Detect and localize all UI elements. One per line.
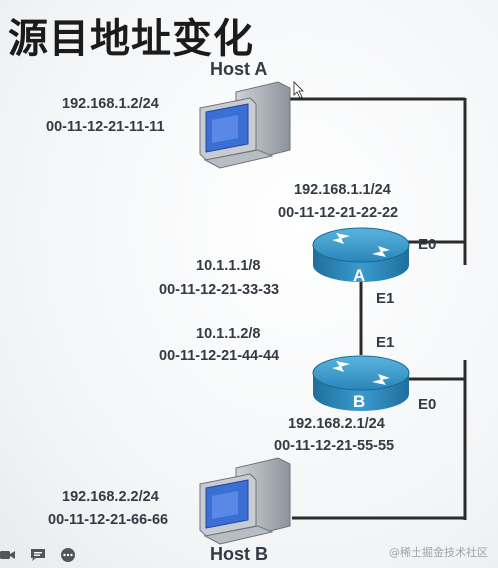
- camera-icon[interactable]: [0, 548, 16, 562]
- router-b-label: B: [353, 392, 366, 411]
- router-b-e0-name: E0: [418, 396, 437, 413]
- watermark: @稀土掘金技术社区: [389, 546, 488, 559]
- router-b-e1-mac: 00-11-12-21-44-44: [159, 348, 280, 364]
- host-a-mac: 00-11-12-21-11-11: [46, 119, 165, 135]
- host-b-ip: 192.168.2.2/24: [62, 489, 159, 505]
- router-b-e1-ip: 10.1.1.2/8: [196, 326, 261, 342]
- router-b-icon: [312, 355, 410, 411]
- router-b-e0-ip: 192.168.2.1/24: [288, 416, 385, 432]
- router-a-icon: [312, 227, 410, 282]
- host-b-computer-icon: [199, 457, 291, 545]
- router-b-e1-name: E1: [376, 334, 395, 351]
- router-a-e1-name: E1: [376, 290, 395, 307]
- host-a-ip: 192.168.1.2/24: [62, 96, 159, 112]
- router-a-e1-ip: 10.1.1.1/8: [196, 258, 261, 274]
- slide-title: 源目地址变化: [8, 16, 254, 62]
- router-b-e0-mac: 00-11-12-21-55-55: [274, 438, 395, 454]
- router-a-e0-name: E0: [418, 236, 437, 253]
- host-b-mac: 00-11-12-21-66-66: [48, 512, 169, 528]
- router-a-e0-mac: 00-11-12-21-22-22: [278, 205, 399, 221]
- host-b-name: Host B: [210, 544, 268, 564]
- router-a-label: A: [353, 266, 366, 285]
- router-a-e1-mac: 00-11-12-21-33-33: [159, 282, 280, 298]
- more-icon[interactable]: [60, 548, 76, 562]
- comment-icon[interactable]: [30, 548, 46, 562]
- host-a-computer-icon: [199, 81, 291, 169]
- router-a-e0-ip: 192.168.1.1/24: [294, 182, 391, 198]
- host-a-name: Host A: [210, 59, 268, 79]
- mouse-cursor-icon: [293, 81, 304, 99]
